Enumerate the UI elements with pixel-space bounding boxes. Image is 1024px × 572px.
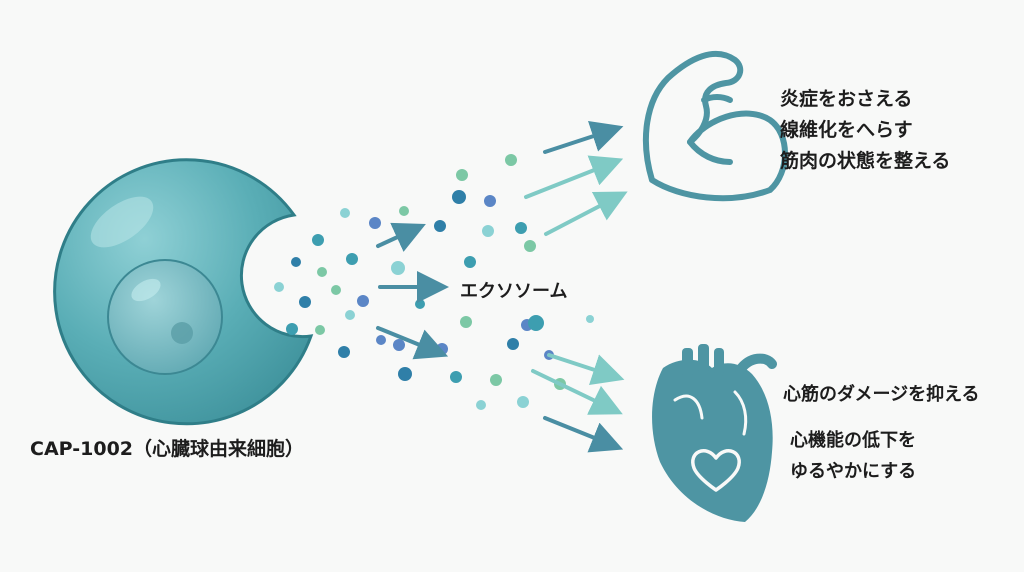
muscle-effects-list: 炎症をおさえる 線維化をへらす 筋肉の状態を整える (780, 84, 950, 177)
exosome-particle (524, 240, 536, 252)
heart-effect-3: ゆるやかにする (790, 461, 917, 482)
exosome-particle (452, 190, 466, 204)
exosome-particle (490, 374, 502, 386)
nucleus-icon (107, 259, 223, 375)
heart-icon (652, 344, 777, 522)
flow-arrow (547, 353, 625, 385)
muscle-effect-3: 筋肉の状態を整える (780, 150, 951, 172)
exosome-particle (399, 206, 409, 216)
exosome-particle (346, 253, 358, 265)
inner-heart-icon (691, 449, 741, 492)
flow-arrow (544, 191, 628, 236)
exosome-particle (286, 323, 298, 335)
exosome-particle (312, 234, 324, 246)
exosome-particle (398, 367, 412, 381)
exosome-particle (482, 225, 494, 237)
heart-effect-1: 心筋のダメージを抑える (783, 384, 980, 405)
flow-arrow (524, 155, 624, 199)
heart-effect-2: 心機能の低下を (790, 430, 916, 451)
exosome-particle (274, 282, 284, 292)
exosome-particle (484, 195, 496, 207)
exosome-particle (505, 154, 517, 166)
exosome-particle (507, 338, 519, 350)
muscle-effect-1: 炎症をおさえる (780, 88, 913, 110)
cell-icon (53, 158, 314, 426)
exosome-particle (464, 256, 476, 268)
flow-arrow (376, 222, 426, 252)
exosome-particle (340, 208, 350, 218)
exosome-particle (586, 315, 594, 323)
exosome-particle (291, 257, 301, 267)
muscle-arm-icon (642, 50, 788, 202)
exosome-particle (393, 339, 405, 351)
flow-arrow (543, 121, 624, 154)
exosome-particle (476, 400, 486, 410)
exosome-particle (315, 325, 325, 335)
exosome-particle (338, 346, 350, 358)
exosome-particle (369, 217, 381, 229)
flow-arrow (543, 416, 624, 453)
exosome-particle (515, 222, 527, 234)
exosome-particle (345, 310, 355, 320)
exosome-particle (391, 261, 405, 275)
muscle-effect-2: 線維化をへらす (780, 119, 913, 141)
heart-effects-list: 心機能の低下を ゆるやかにする (790, 425, 916, 487)
exosome-particle (450, 371, 462, 383)
exosome-particle (317, 267, 327, 277)
flow-arrows (376, 121, 628, 453)
exosome-particle (528, 315, 544, 331)
exosome-particle (434, 220, 446, 232)
exosome-particle (460, 316, 472, 328)
exosome-particle (517, 396, 529, 408)
exosome-label: エクソソーム (460, 281, 568, 302)
flow-arrow (376, 326, 449, 360)
flow-arrow (531, 369, 623, 415)
cell-label: CAP-1002（心臓球由来細胞） (30, 438, 305, 460)
exosome-particle (357, 295, 369, 307)
exosome-particle (456, 169, 468, 181)
exosome-particle (376, 335, 386, 345)
exosome-particle (299, 296, 311, 308)
exosome-particle (331, 285, 341, 295)
exosome-particle (415, 299, 425, 309)
